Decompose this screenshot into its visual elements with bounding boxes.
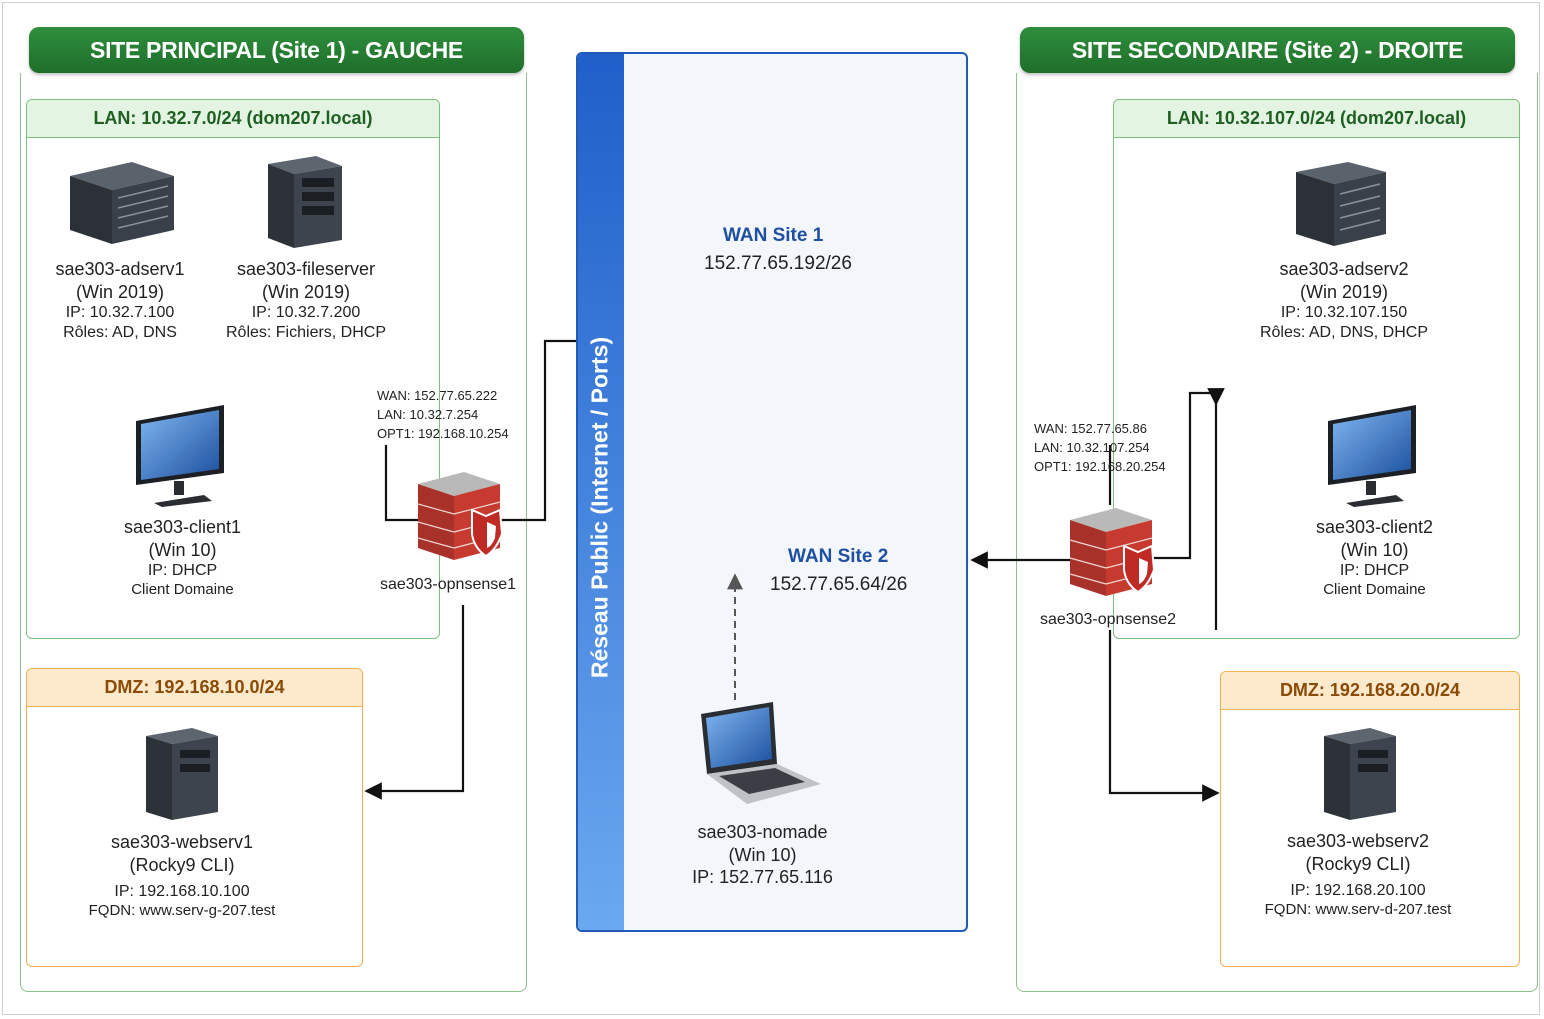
site2-client-label: sae303-client2 (Win 10) IP: DHCP Client … — [1292, 516, 1457, 600]
site1-fileserver-label: sae303-fileserver (Win 2019) IP: 10.32.7… — [216, 258, 396, 343]
tower-server-icon — [146, 728, 218, 820]
site2-adserv-label: sae303-adserv2 (Win 2019) IP: 10.32.107.… — [1250, 258, 1438, 343]
site2-container — [1016, 73, 1538, 992]
nomade-os: (Win 10) — [728, 844, 797, 865]
site2-lan-header: LAN: 10.32.107.0/24 (dom207.local) — [1114, 100, 1519, 138]
public-network-band: Réseau Public (Internet / Ports) — [578, 54, 624, 930]
site1-lan-header: LAN: 10.32.7.0/24 (dom207.local) — [27, 100, 439, 138]
site2-lan-zone: LAN: 10.32.107.0/24 (dom207.local) — [1113, 99, 1520, 639]
laptop-icon — [701, 702, 821, 804]
site1-webserv-name: sae303-webserv1 — [110, 832, 254, 852]
site2-client-os: (Win 10) — [1340, 539, 1409, 560]
site1-firewall-lan: LAN: 10.32.7.254 — [377, 407, 479, 422]
wan2-net: 152.77.65.64/26 — [770, 574, 908, 595]
site1-client-label: sae303-client1 (Win 10) IP: DHCP Client … — [100, 516, 265, 600]
tower-server-icon — [268, 156, 342, 248]
site1-adserv-os: (Win 2019) — [75, 281, 165, 302]
site1-adserv-name: sae303-adserv1 — [55, 259, 185, 279]
site1-adserv-ip: IP: 10.32.7.100 — [65, 304, 175, 321]
wan2-title: WAN Site 2 — [788, 546, 889, 567]
site1-container — [20, 73, 527, 992]
firewall-icon — [1069, 508, 1156, 596]
site2-dmz-header: DMZ: 192.168.20.0/24 — [1221, 672, 1519, 710]
site2-dmz-zone: DMZ: 192.168.20.0/24 — [1220, 671, 1520, 967]
site1-firewall-interfaces: WAN: 152.77.65.222 LAN: 10.32.7.254 OPT1… — [377, 386, 509, 443]
site1-client-os: (Win 10) — [148, 539, 217, 560]
tower-server-icon — [1324, 728, 1396, 820]
site2-webserv-os: (Rocky9 CLI) — [1305, 853, 1411, 874]
fw1-dmz-link — [364, 605, 465, 800]
site1-webserv-os: (Rocky9 CLI) — [129, 854, 235, 875]
site1-fileserver-os: (Win 2019) — [261, 281, 351, 302]
site2-firewall-label: sae303-opnsense2 — [1028, 610, 1188, 630]
wan1-title: WAN Site 1 — [723, 225, 824, 246]
rack-server-icon — [1296, 162, 1386, 246]
rack-server-icon — [70, 162, 174, 244]
site1-dmz-zone: DMZ: 192.168.10.0/24 — [26, 668, 363, 967]
site2-firewall-opt1: OPT1: 192.168.20.254 — [1034, 459, 1166, 474]
nomade-ip: IP: 152.77.65.116 — [692, 867, 833, 887]
fw1-wan-link — [500, 339, 576, 522]
monitor-icon — [136, 405, 224, 507]
fw1-lan-link — [384, 445, 420, 522]
site1-client-role: Client Domaine — [131, 581, 234, 598]
site1-fileserver-ip: IP: 10.32.7.200 — [251, 304, 361, 321]
fw2-lan-link — [1150, 388, 1225, 560]
site2-adserv-roles: Rôles: AD, DNS, DHCP — [1259, 324, 1429, 341]
site2-client-ip: IP: DHCP — [1339, 562, 1410, 579]
site1-adserv-label: sae303-adserv1 (Win 2019) IP: 10.32.7.10… — [40, 258, 200, 343]
site1-firewall-label: sae303-opnsense1 — [368, 575, 528, 595]
firewall-icon — [417, 472, 504, 560]
nomade-label: sae303-nomade (Win 10) IP: 152.77.65.116 — [660, 821, 865, 889]
site2-webserv-fqdn: FQDN: www.serv-d-207.test — [1264, 901, 1452, 918]
wan1-net: 152.77.65.192/26 — [704, 253, 852, 274]
site1-firewall-name: sae303-opnsense1 — [379, 576, 517, 593]
site1-dmz-header: DMZ: 192.168.10.0/24 — [27, 669, 362, 707]
site1-fileserver-roles: Rôles: Fichiers, DHCP — [225, 324, 387, 341]
fw2-dmz-link — [1108, 630, 1220, 802]
site1-webserv-label: sae303-webserv1 (Rocky9 CLI) IP: 192.168… — [62, 831, 302, 921]
site2-firewall-interfaces: WAN: 152.77.65.86 LAN: 10.32.107.254 OPT… — [1034, 419, 1166, 476]
site2-webserv-ip: IP: 192.168.20.100 — [1290, 882, 1426, 899]
site1-client-ip: IP: DHCP — [147, 562, 218, 579]
site1-firewall-wan: WAN: 152.77.65.222 — [377, 388, 498, 403]
site1-adserv-roles: Rôles: AD, DNS — [63, 324, 177, 341]
site2-webserv-label: sae303-webserv2 (Rocky9 CLI) IP: 192.168… — [1238, 830, 1478, 920]
site2-client-role: Client Domaine — [1323, 581, 1426, 598]
site2-webserv-name: sae303-webserv2 — [1286, 831, 1430, 851]
site1-fileserver-name: sae303-fileserver — [236, 259, 376, 279]
site2-client-name: sae303-client2 — [1315, 517, 1434, 537]
monitor-icon — [1328, 405, 1416, 507]
site2-title: SITE SECONDAIRE (Site 2) - DROITE — [1020, 27, 1515, 73]
site2-adserv-ip: IP: 10.32.107.150 — [1280, 304, 1408, 321]
site2-firewall-wan: WAN: 152.77.65.86 — [1034, 421, 1147, 436]
site2-firewall-lan: LAN: 10.32.107.254 — [1034, 440, 1150, 455]
site2-adserv-os: (Win 2019) — [1299, 281, 1389, 302]
site2-firewall-name: sae303-opnsense2 — [1039, 611, 1177, 628]
nomade-name: sae303-nomade — [697, 822, 828, 842]
site1-webserv-fqdn: FQDN: www.serv-g-207.test — [88, 902, 276, 919]
site1-client-name: sae303-client1 — [123, 517, 242, 537]
site1-firewall-opt1: OPT1: 192.168.10.254 — [377, 426, 509, 441]
site1-title: SITE PRINCIPAL (Site 1) - GAUCHE — [29, 27, 524, 73]
site2-adserv-name: sae303-adserv2 — [1279, 259, 1409, 279]
site1-webserv-ip: IP: 192.168.10.100 — [114, 883, 250, 900]
